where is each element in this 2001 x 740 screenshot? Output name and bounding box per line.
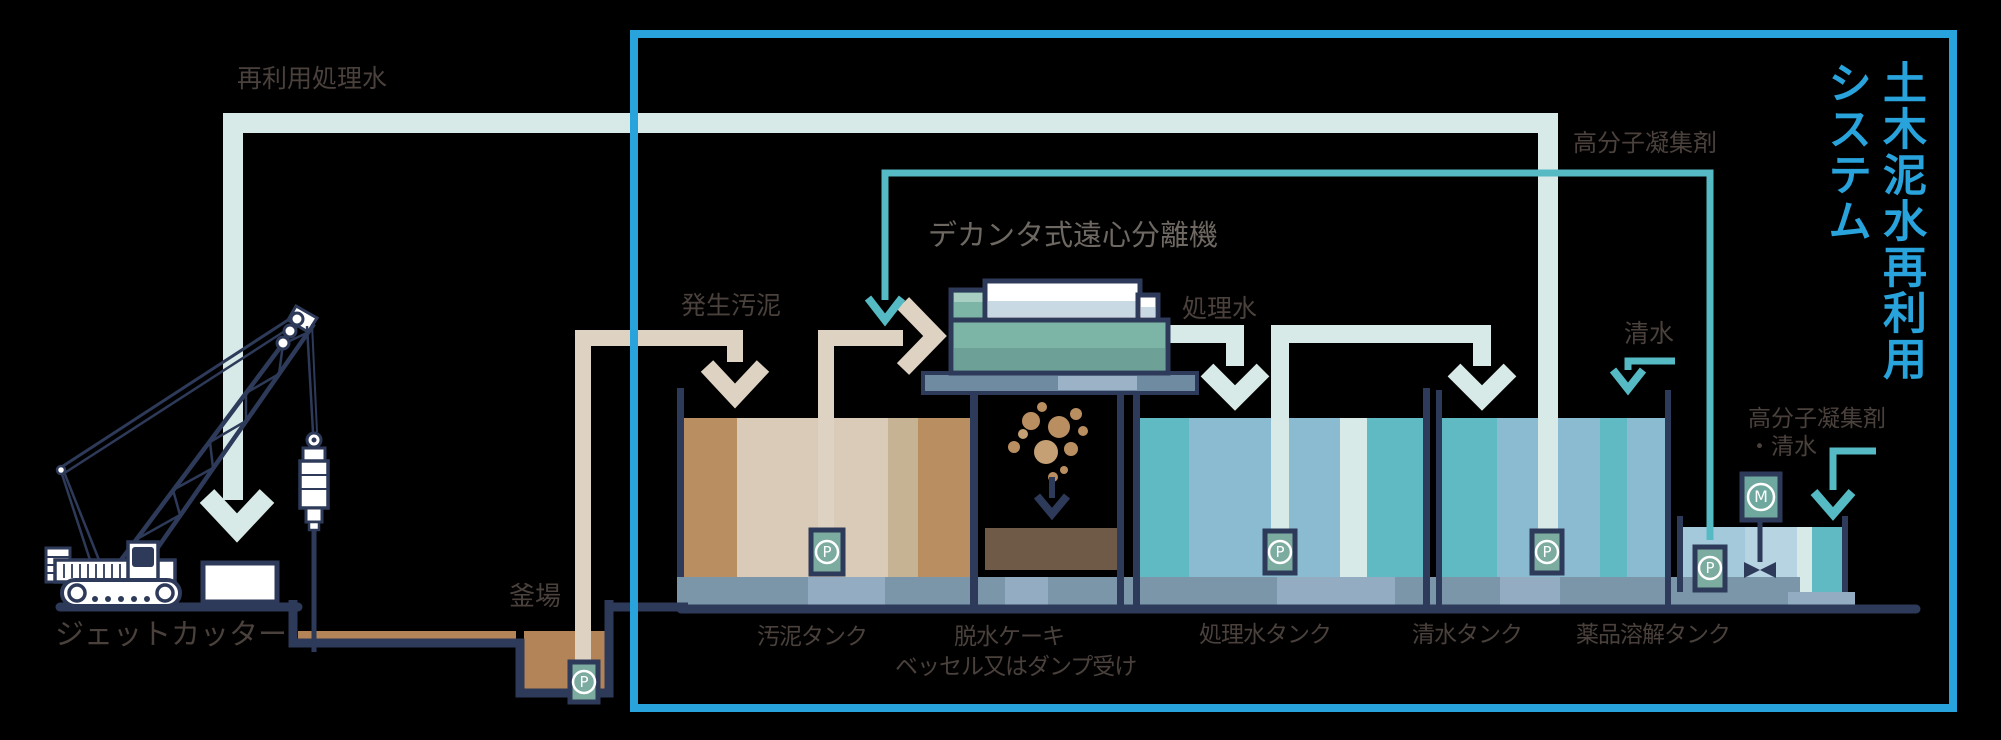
system-title-line2: システム [1820, 60, 1871, 244]
sludge-pump-symbol: P [822, 543, 832, 561]
label-clean-tank: 清水タンク [1412, 622, 1523, 648]
chemical-tank-pump [1692, 544, 1728, 593]
label-treated-tank: 処理水タンク [1199, 622, 1332, 648]
label-sludge-tank: 汚泥タンク [757, 624, 868, 650]
platform [677, 577, 1855, 605]
label-flocculant-and-water-line1: 高分子凝集剤 [1748, 406, 1886, 432]
label-flocculant-and-water: 高分子凝集剤 ・清水 [1748, 406, 1886, 461]
system-title: 土木泥水再利用 システム [1818, 60, 1928, 620]
label-flocculant-and-water-line2: ・清水 [1748, 433, 1817, 460]
motor-symbol: M [1754, 487, 1768, 506]
reused-water-pipe [199, 113, 1558, 543]
chemical-pump-symbol: P [1705, 559, 1715, 577]
sludge-tank-fill [684, 418, 970, 577]
treated-pump-symbol: P [1275, 543, 1285, 561]
tank-walls [677, 388, 1848, 605]
sludge-pipes [575, 297, 947, 668]
label-polymer-flocculant: 高分子凝集剤 [1573, 129, 1717, 157]
water-box [200, 560, 280, 605]
sump-pump-symbol: P [579, 673, 589, 691]
system-border [630, 30, 1957, 712]
label-jet-cutter: ジェットカッター [55, 617, 288, 651]
agitator-motor [1739, 471, 1783, 578]
system-title-line1: 土木泥水再利用 [1875, 60, 1926, 382]
treated-water-pipes [1170, 325, 1517, 535]
sump-pump [567, 659, 601, 705]
label-sump: 釜場 [509, 582, 562, 612]
label-chemical-tank: 薬品溶解タンク [1576, 622, 1731, 648]
crawler-crane [44, 303, 330, 652]
label-clean-water: 清水 [1624, 319, 1675, 348]
clean-tank-pump [1529, 528, 1565, 576]
flocculant-lines [864, 169, 1876, 540]
sludge-tank-pump [808, 527, 846, 577]
treated-tank-pump [1262, 528, 1298, 576]
label-decanter: デカンタ式遠心分離機 [928, 218, 1219, 252]
cake-vessel [985, 402, 1117, 570]
pumps [567, 527, 1728, 705]
label-treated-water: 処理水 [1182, 294, 1258, 323]
decanter-centrifuge [921, 278, 1199, 395]
label-reused-water: 再利用処理水 [237, 64, 388, 93]
label-dewatered-cake: 脱水ケーキ [954, 624, 1065, 650]
label-generated-sludge: 発生汚泥 [681, 291, 782, 320]
clean-pump-symbol: P [1542, 543, 1552, 561]
label-vessel-or-dump: ベッセル又はダンプ受け [895, 654, 1137, 680]
